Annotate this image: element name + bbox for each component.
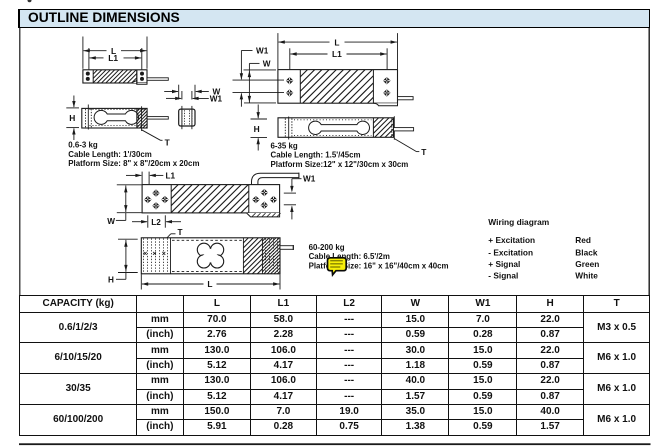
svg-text:H: H bbox=[254, 124, 260, 134]
svg-text:Cable Length: 6.5'/2m: Cable Length: 6.5'/2m bbox=[309, 252, 390, 261]
svg-text:0.6-3 kg: 0.6-3 kg bbox=[68, 141, 98, 150]
svg-text:- Excitation: - Excitation bbox=[488, 247, 533, 257]
svg-text:Platform Size:12" x 12"/30cm x: Platform Size:12" x 12"/30cm x 30cm bbox=[271, 160, 409, 169]
svg-text:Green: Green bbox=[575, 259, 599, 269]
svg-text:T: T bbox=[165, 138, 171, 148]
svg-text:L: L bbox=[334, 37, 339, 47]
svg-text:T: T bbox=[178, 228, 183, 237]
svg-text:W: W bbox=[263, 60, 271, 69]
svg-text:- Signal: - Signal bbox=[488, 270, 518, 280]
svg-text:W1: W1 bbox=[303, 175, 316, 184]
svg-text:+ Excitation: + Excitation bbox=[488, 235, 535, 245]
svg-text:Black: Black bbox=[575, 247, 598, 257]
svg-text:L1: L1 bbox=[108, 53, 118, 63]
svg-text:W: W bbox=[107, 217, 115, 226]
svg-text:Platform Size: 16" x 16"/40cm: Platform Size: 16" x 16"/40cm x 40cm bbox=[309, 262, 449, 271]
svg-text:Platform Size: 8" x 8"/20cm x: Platform Size: 8" x 8"/20cm x 20cm bbox=[68, 159, 199, 168]
svg-text:L1: L1 bbox=[332, 49, 342, 59]
svg-text:+ Signal: + Signal bbox=[488, 259, 520, 269]
svg-text:H: H bbox=[108, 275, 114, 284]
svg-text:White: White bbox=[575, 270, 598, 280]
svg-text:6-35 kg: 6-35 kg bbox=[271, 141, 298, 150]
svg-text:T: T bbox=[421, 147, 427, 157]
svg-text:60-200 kg: 60-200 kg bbox=[309, 243, 345, 252]
svg-text:Cable Length: 1'/30cm: Cable Length: 1'/30cm bbox=[68, 150, 151, 159]
svg-text:L1: L1 bbox=[166, 172, 176, 181]
svg-text:L2: L2 bbox=[151, 218, 161, 227]
svg-text:W1: W1 bbox=[256, 47, 269, 56]
svg-text:L: L bbox=[111, 46, 116, 56]
svg-text:H: H bbox=[69, 113, 75, 123]
svg-text:W1: W1 bbox=[210, 95, 223, 104]
svg-text:W: W bbox=[213, 88, 221, 97]
svg-text:Wiring diagram: Wiring diagram bbox=[488, 217, 549, 227]
svg-text:L: L bbox=[207, 279, 212, 289]
svg-text:Cable Length: 1.5'/45cm: Cable Length: 1.5'/45cm bbox=[271, 151, 361, 160]
svg-text:Red: Red bbox=[575, 235, 591, 245]
